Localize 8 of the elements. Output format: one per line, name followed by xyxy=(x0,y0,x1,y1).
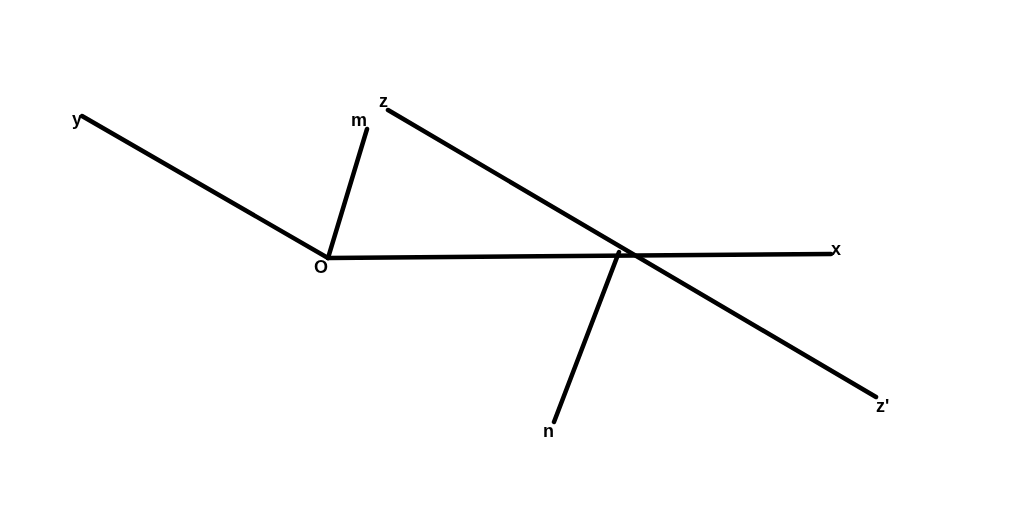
point-label: O xyxy=(314,258,328,276)
line xyxy=(385,107,879,400)
line xyxy=(551,249,622,425)
point-label: n xyxy=(543,422,554,440)
line xyxy=(325,251,834,261)
point-label: z' xyxy=(876,397,890,415)
point-label: z xyxy=(379,92,388,110)
point-label: m xyxy=(351,111,367,129)
